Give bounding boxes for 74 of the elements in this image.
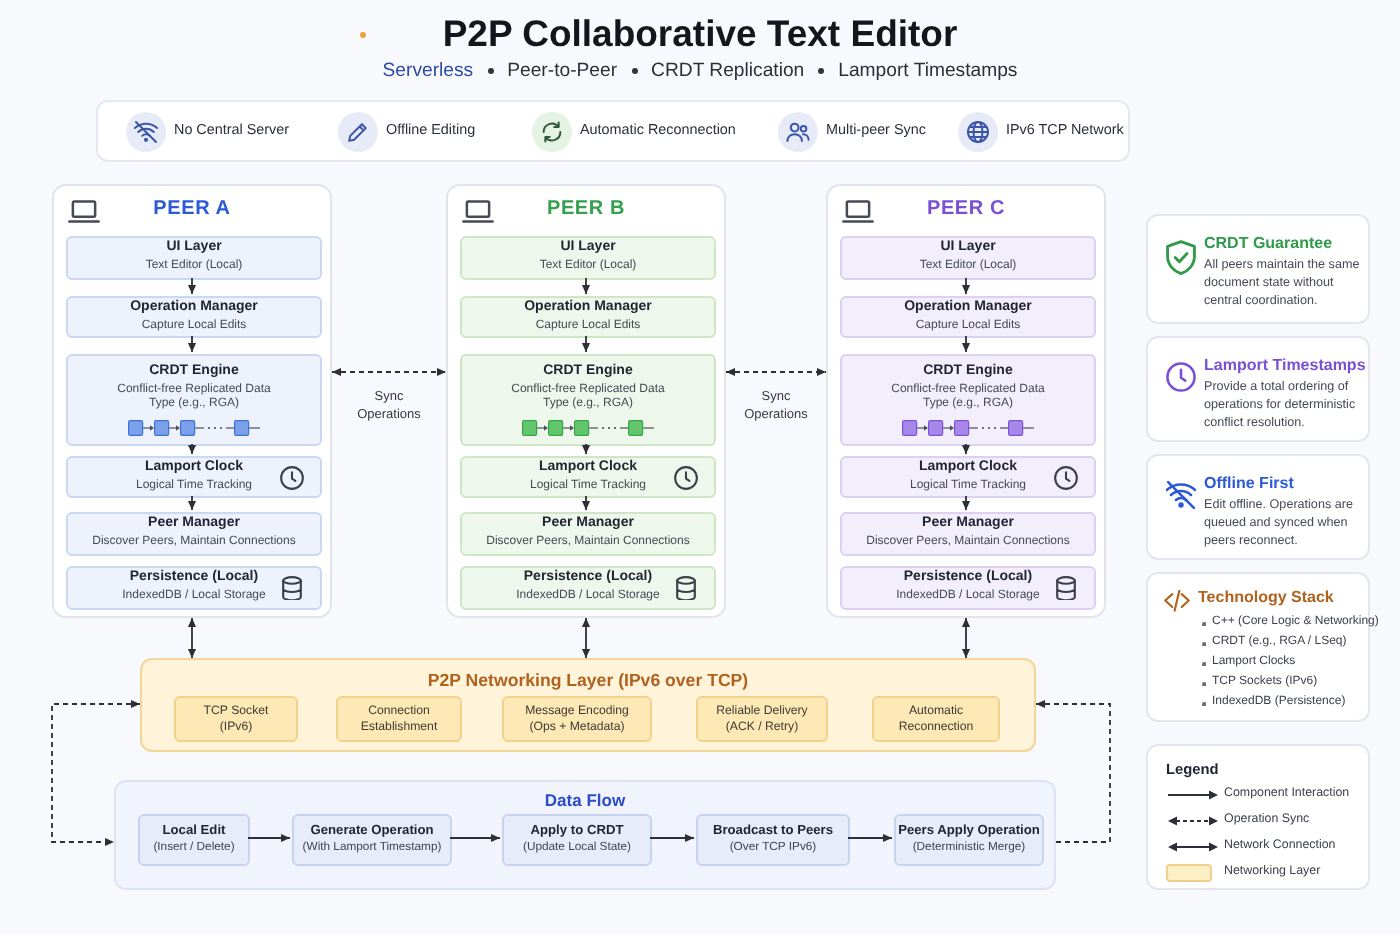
card-title: Lamport Timestamps [1204, 356, 1366, 376]
protocol-box [872, 696, 1000, 742]
step-box [292, 814, 452, 866]
info-card [1146, 454, 1370, 560]
component-box [460, 566, 716, 610]
subtitle-text: CRDT Replication [651, 60, 805, 83]
arrow [581, 443, 591, 455]
component-box [840, 236, 1096, 280]
step-box [502, 814, 652, 866]
card-title: Offline First [1204, 474, 1294, 494]
arrow [961, 443, 971, 455]
component-box [66, 512, 322, 556]
component-box [840, 512, 1096, 556]
arrow [187, 277, 197, 295]
peer-panel [446, 184, 726, 618]
arrow [961, 277, 971, 295]
arrow [961, 617, 971, 659]
component-box [66, 296, 322, 338]
subtitle-text: Peer-to-Peer [507, 60, 618, 83]
card-title: CRDT Guarantee [1204, 234, 1333, 254]
component-box [66, 566, 322, 610]
arrow [581, 495, 591, 511]
step-box [138, 814, 250, 866]
arrow [187, 443, 197, 455]
dashed-arrow [1035, 699, 1111, 843]
flow-title: Data Flow [544, 790, 626, 811]
component-box [840, 296, 1096, 338]
info-card [1146, 336, 1370, 442]
component-box [460, 236, 716, 280]
subtitle-text: Lamport Timestamps [838, 60, 1018, 83]
protocol-box [502, 696, 652, 742]
arrow [187, 335, 197, 353]
arrow [187, 617, 197, 659]
peer-title: PEER A [153, 198, 231, 222]
arrow [247, 833, 291, 843]
info-card [1146, 214, 1370, 324]
flow-panel [114, 780, 1056, 890]
card-title: Technology Stack [1198, 588, 1334, 608]
arrow [449, 833, 501, 843]
layer-panel [140, 658, 1036, 752]
component-box [66, 236, 322, 280]
component-box [460, 296, 716, 338]
arrow [581, 617, 591, 659]
peer-panel [826, 184, 1106, 618]
component-box [66, 456, 322, 498]
subtitle-text: Serverless [382, 60, 474, 83]
component-box [840, 456, 1096, 498]
arrow [961, 495, 971, 511]
component-box [66, 354, 322, 446]
arrow [581, 277, 591, 295]
dashed-arrow [331, 367, 447, 377]
step-box [696, 814, 850, 866]
component-box [460, 512, 716, 556]
component-box [840, 566, 1096, 610]
protocol-box [336, 696, 462, 742]
feature-bar [96, 100, 1130, 162]
protocol-box [174, 696, 298, 742]
dashed-arrow [51, 699, 141, 847]
layer-title: P2P Networking Layer (IPv6 over TCP) [427, 670, 749, 692]
protocol-box [696, 696, 828, 742]
peer-panel [52, 184, 332, 618]
step-box [894, 814, 1044, 866]
peer-title: PEER C [926, 198, 1006, 222]
dashed-arrow [725, 367, 827, 377]
arrow [187, 495, 197, 511]
peer-title: PEER B [546, 198, 626, 222]
arrow [961, 335, 971, 353]
arrow [581, 335, 591, 353]
arrow [847, 833, 893, 843]
component-box [460, 354, 716, 446]
component-box [840, 354, 1096, 446]
diagram-title: P2P Collaborative Text Editor [442, 12, 958, 57]
arrow [649, 833, 695, 843]
component-box [460, 456, 716, 498]
